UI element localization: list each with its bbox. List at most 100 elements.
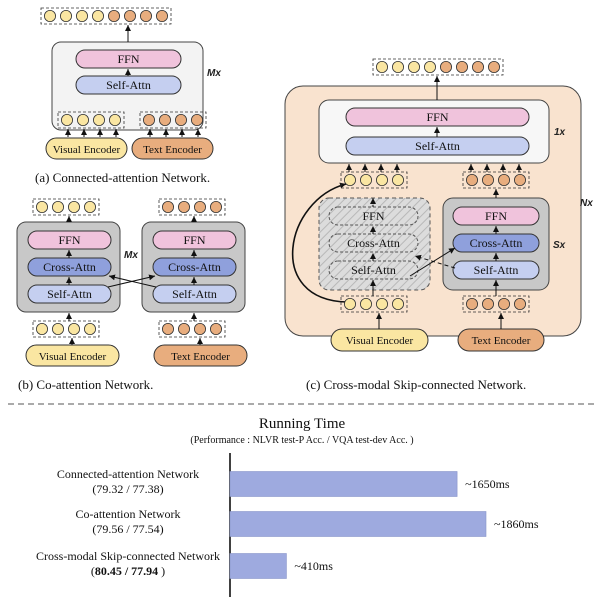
- token-circle: [177, 322, 190, 335]
- cross-attn-label-right: Cross-Attn: [168, 260, 221, 274]
- token-circle: [84, 200, 97, 213]
- onex-label: 1x: [554, 127, 566, 138]
- token-circle: [36, 200, 49, 213]
- token-circle: [93, 114, 106, 127]
- token-row-frame: [32, 198, 100, 216]
- token-circle: [124, 9, 137, 22]
- token-circle: [36, 322, 49, 335]
- token-circle: [155, 9, 168, 22]
- nx-label: Nx: [580, 198, 593, 209]
- self-attn-label-skipped: Self-Attn: [351, 263, 396, 277]
- token-circle: [455, 61, 468, 74]
- token-circle: [161, 322, 174, 335]
- token-circle: [108, 9, 121, 22]
- category-label: Connected-attention Network: [57, 467, 199, 481]
- token-circle: [391, 297, 404, 310]
- visual-mid-tokens-c: [340, 171, 408, 189]
- token-circle: [391, 61, 404, 74]
- token-circle: [487, 61, 500, 74]
- chart-title: Running Time: [259, 416, 346, 432]
- token-circle: [514, 173, 527, 186]
- self-attn-label-text-branch: Self-Attn: [474, 263, 519, 277]
- token-circle: [391, 173, 404, 186]
- performance-label: (79.32 / 77.38): [92, 482, 163, 496]
- token-row-frame: [462, 171, 530, 189]
- mx-label: Mx: [207, 68, 221, 79]
- token-circle: [92, 9, 105, 22]
- token-circle: [343, 297, 356, 310]
- token-circle: [209, 322, 222, 335]
- token-row-frame: [40, 7, 172, 25]
- sx-label: Sx: [553, 240, 566, 251]
- token-circle: [161, 200, 174, 213]
- token-circle: [139, 9, 152, 22]
- ffn-label: FFN: [117, 52, 139, 66]
- token-row-frame: [340, 295, 408, 313]
- self-attn-label-left: Self-Attn: [47, 287, 92, 301]
- token-circle: [497, 297, 510, 310]
- text-encoder: [131, 137, 214, 160]
- bar: [229, 553, 287, 579]
- token-circle: [44, 9, 57, 22]
- token-circle: [76, 9, 89, 22]
- token-row-frame: [158, 198, 226, 216]
- ffn-label-text-branch: FFN: [485, 209, 507, 223]
- performance-label: (80.45 / 77.94 ): [91, 564, 165, 578]
- token-circle: [481, 297, 494, 310]
- token-circle: [481, 173, 494, 186]
- self-attn-label-top: Self-Attn: [415, 139, 460, 153]
- bar: [229, 511, 487, 537]
- output-tokens-a: [40, 7, 172, 25]
- token-circle: [375, 297, 388, 310]
- visual-output-tokens-b: [32, 198, 100, 216]
- bar-value-label: ~1860ms: [494, 517, 539, 531]
- ffn-block: [75, 49, 182, 69]
- token-circle: [471, 61, 484, 74]
- token-circle: [60, 9, 73, 22]
- token-circle: [142, 114, 155, 127]
- text-tokens-a: [139, 111, 207, 129]
- performance-label: (79.56 / 77.54): [92, 522, 163, 536]
- token-row-frame: [372, 58, 504, 76]
- category-label: Co-attention Network: [76, 507, 181, 521]
- token-circle: [359, 297, 372, 310]
- visual-to-cross-attn-arrow: [409, 247, 456, 277]
- bar-value-label: ~1650ms: [465, 477, 510, 491]
- ffn-block-top: [345, 107, 530, 127]
- ffn-label-left: FFN: [58, 233, 80, 247]
- chart-subtitle: (Performance : NLVR test-P Acc. / VQA te…: [190, 435, 413, 446]
- ffn-label-top: FFN: [426, 110, 448, 124]
- text-mid-tokens-c: [462, 171, 530, 189]
- token-circle: [343, 173, 356, 186]
- token-circle: [423, 61, 436, 74]
- token-circle: [52, 200, 65, 213]
- category-label: Cross-modal Skip-connected Network: [36, 549, 220, 563]
- token-circle: [52, 322, 65, 335]
- token-circle: [84, 322, 97, 335]
- token-circle: [375, 61, 388, 74]
- bar: [229, 471, 458, 497]
- ffn-block-text-branch: [452, 206, 540, 226]
- visual-encoder: [45, 137, 128, 160]
- token-circle: [174, 114, 187, 127]
- flow-arrows: [65, 25, 522, 345]
- token-circle: [359, 173, 372, 186]
- visual-encoder-label-b: Visual Encoder: [39, 351, 107, 363]
- running-time-chart: Running Time (Performance : NLVR test-P …: [36, 416, 539, 597]
- text-encoder-label-b: Text Encoder: [171, 351, 230, 363]
- token-circle: [407, 61, 420, 74]
- caption-c: (c) Cross-modal Skip-connected Network.: [306, 377, 526, 392]
- token-circle: [375, 173, 388, 186]
- cross-attn-label-text-branch: Cross-Attn: [470, 236, 523, 250]
- mx-label-b: Mx: [124, 250, 138, 261]
- token-row-frame: [57, 111, 125, 129]
- cross-connection-arrow-2: [108, 274, 157, 288]
- caption-a: (a) Connected-attention Network.: [35, 170, 210, 185]
- token-circle: [439, 61, 452, 74]
- token-circle: [193, 200, 206, 213]
- ffn-block-right: [152, 230, 237, 250]
- token-circle: [465, 297, 478, 310]
- token-circle: [497, 173, 510, 186]
- panel-connected-attention: FFN Self-Attn Mx Visual Encoder Text Enc…: [35, 41, 221, 185]
